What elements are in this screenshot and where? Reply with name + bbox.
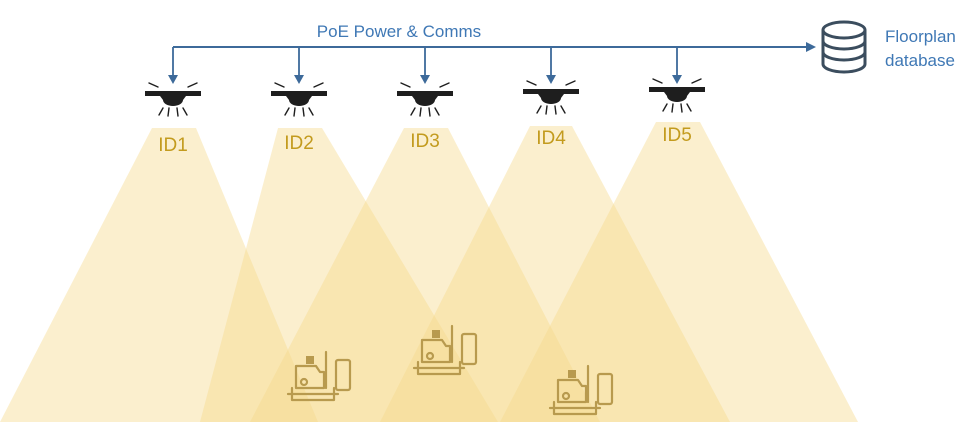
- drop-arrowhead-4: [546, 75, 556, 84]
- sensor-lamp-1: ID1: [145, 82, 201, 156]
- ceiling-sensor-icon: [145, 82, 201, 117]
- floorplan-database: Floorplan database: [821, 20, 956, 74]
- sensor-id-label: ID2: [284, 133, 314, 154]
- drop-arrowhead-5: [672, 75, 682, 84]
- light-cones: [0, 122, 858, 422]
- poe-bus: PoE Power & Comms: [168, 22, 816, 84]
- ceiling-sensor-icon: [271, 82, 327, 117]
- light-cone-3: [250, 128, 600, 422]
- sensor-id-label: ID1: [158, 135, 188, 156]
- light-cone-5: [500, 122, 858, 422]
- drop-arrowhead-3: [420, 75, 430, 84]
- bus-arrowhead: [806, 42, 816, 52]
- database-label-line1: Floorplan: [885, 27, 956, 46]
- ceiling-sensor-icon: [649, 78, 705, 113]
- sensor-id-label: ID4: [536, 128, 566, 149]
- light-cone-1: [0, 128, 318, 422]
- sensor-lamp-2: ID2: [271, 82, 327, 154]
- industrial-machine-icon: [286, 350, 352, 402]
- sensor-id-label: ID3: [410, 131, 440, 152]
- database-icon: [821, 20, 867, 74]
- light-cone-2: [200, 128, 498, 422]
- sensor-lamp-3: ID3: [397, 82, 453, 152]
- industrial-machine-icon: [412, 324, 478, 376]
- industrial-machine-icon: [548, 364, 614, 416]
- ceiling-sensor-icon: [397, 82, 453, 117]
- drop-arrowhead-1: [168, 75, 178, 84]
- light-cone-4: [380, 126, 730, 422]
- database-label-line2: database: [885, 51, 955, 70]
- drop-arrowhead-2: [294, 75, 304, 84]
- sensor-lamp-5: ID5: [649, 78, 705, 146]
- bus-label: PoE Power & Comms: [317, 22, 481, 41]
- ceiling-sensor-icon: [523, 80, 579, 115]
- sensor-id-label: ID5: [662, 125, 692, 146]
- sensor-lamp-4: ID4: [523, 80, 579, 149]
